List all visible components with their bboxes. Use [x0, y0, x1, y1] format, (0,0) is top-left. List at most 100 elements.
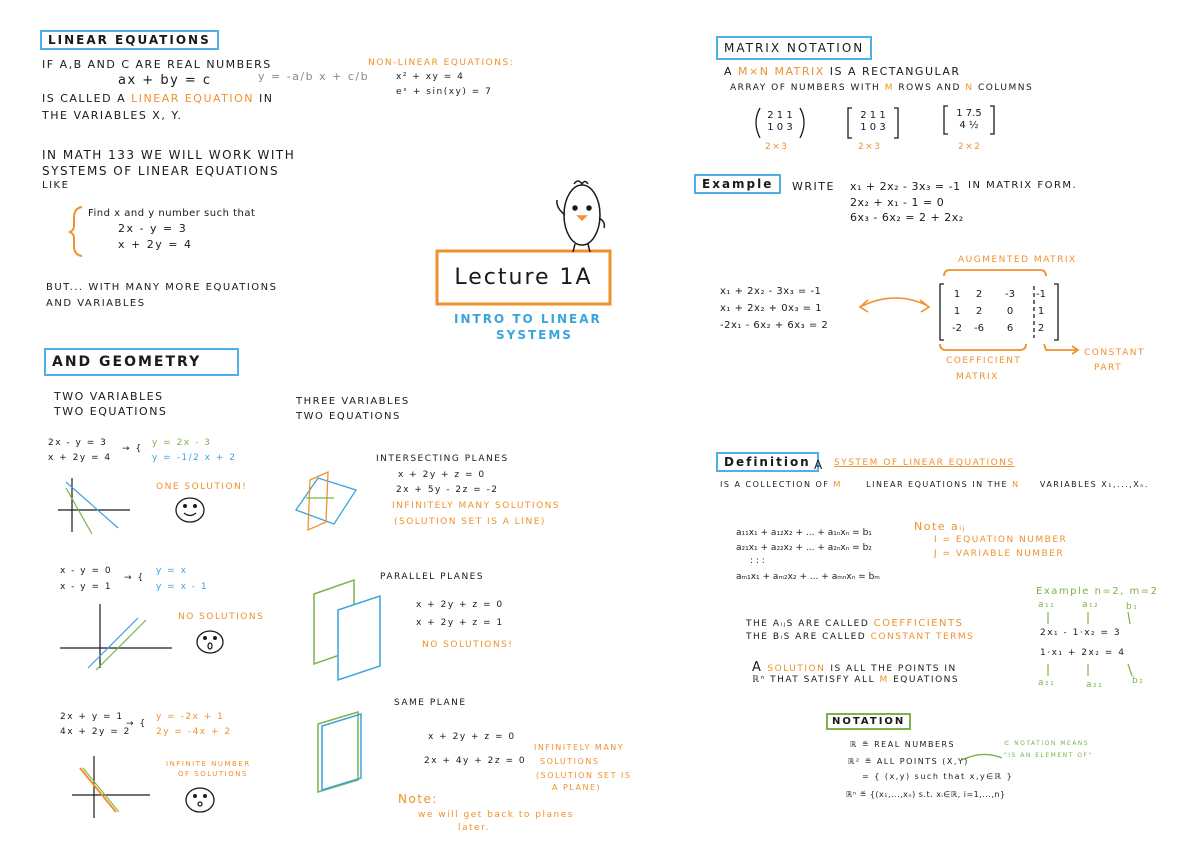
- lecture-box: [435, 249, 612, 306]
- case3-eq1: 2x + y = 1: [60, 712, 124, 722]
- general-eq-2: a₂₁x₁ + a₂₂x₂ + ... + a₂ₙxₙ = b₂: [736, 543, 872, 553]
- called-post: in: [259, 92, 274, 105]
- solution-line2-post: equations: [893, 675, 960, 685]
- case3-sol1: y = -2x + 1: [156, 712, 225, 722]
- parallel-planes-drawing: [313, 578, 381, 682]
- constant-label-2: part: [1094, 363, 1123, 373]
- m2-row2: 1 0 3: [860, 122, 886, 133]
- lecture-subtitle-2: systems: [496, 328, 573, 342]
- note-i: i = equation number: [934, 535, 1068, 545]
- augmented-brace: [943, 269, 1047, 277]
- constant-label-1: constant: [1084, 348, 1145, 358]
- augmented-matrix-brackets: [939, 283, 1059, 341]
- two-vars-1: two variables: [54, 390, 164, 403]
- aug-cell: -3: [1005, 289, 1015, 300]
- double-arrow: [858, 297, 931, 313]
- constant-arrow: [1043, 343, 1076, 351]
- matrix-a: A: [724, 65, 734, 78]
- aug-cell: -2: [952, 323, 962, 334]
- lecture-title: Lecture 1A: [454, 265, 593, 290]
- graph-infinite: [72, 756, 150, 818]
- augmented-label: augmented matrix: [958, 255, 1077, 265]
- aug-row-2: 1 2 0 1: [946, 303, 1052, 320]
- note-aij-title: Note aᵢⱼ: [914, 520, 967, 533]
- case3-note-2: of solutions: [178, 770, 248, 778]
- case1-eq2: x + 2y = 4: [48, 453, 112, 463]
- case2-eq1: x - y = 0: [60, 566, 113, 576]
- definition-line-2: is a collection of m linear equations in…: [720, 480, 1149, 489]
- m3-row2: 4 ½: [959, 120, 979, 131]
- three-vars-1: three variables: [296, 396, 410, 407]
- notation-arrow: [961, 753, 1003, 761]
- coef-line-pre: The aᵢⱼs are called: [746, 619, 870, 629]
- system-term: system of linear equations: [834, 458, 1015, 468]
- example-title: Example: [694, 174, 782, 194]
- solution-line-1: A solution is all the points in: [752, 660, 957, 675]
- aug-row-3: -2 -6 6 2: [946, 320, 1052, 337]
- const-line-pre: The bᵢs are called: [746, 632, 867, 642]
- linear-equations-title: linear equations: [40, 30, 219, 50]
- aug-cell: 0: [1006, 306, 1014, 317]
- aug-cell: 2: [975, 306, 983, 317]
- example-eq1: x₁ + 2x₂ - 3x₃ = -1: [850, 180, 961, 193]
- ex-eq2: 1·x₁ + 2x₂ = 4: [1040, 648, 1126, 658]
- two-vars-2: two equations: [54, 405, 168, 418]
- notation-r2-set: = { (x,y) such that x,y∈ℝ }: [862, 772, 1014, 781]
- definition-title: Definition: [716, 452, 819, 472]
- intersecting-note-1: infinitely many solutions: [392, 501, 561, 511]
- case3-eq2: 4x + 2y = 2: [60, 727, 131, 737]
- mxn-matrix-term: m×n matrix: [738, 65, 825, 78]
- same-note-3: (solution set is: [536, 771, 632, 780]
- case3-sol2: 2y = -4x + 2: [156, 727, 232, 737]
- ex-a12: a₁₂: [1082, 600, 1100, 610]
- sys-eq-2: x + 2y = 4: [118, 238, 193, 251]
- solution-post: is all the points in: [830, 664, 957, 674]
- ex-a11: a₁₁: [1038, 600, 1056, 610]
- case1-arrow: → {: [122, 444, 143, 454]
- matrix-line2-post: columns: [977, 83, 1034, 93]
- element-note-2: "is an element of": [1004, 752, 1093, 759]
- notation-title: notation: [826, 713, 912, 730]
- case2-sol2: y = x - 1: [156, 582, 209, 592]
- math133-line-3: like: [42, 180, 70, 191]
- intersecting-planes-drawing: [294, 470, 358, 532]
- matrix-notation-title: matrix notation: [716, 36, 873, 60]
- def-line2-post: variables x₁,...,xₙ.: [1039, 480, 1149, 489]
- coef-line: The aᵢⱼs are called coefficients: [746, 618, 963, 629]
- m3-row1: 1 7.5: [956, 108, 982, 119]
- chick-mascot: [556, 180, 606, 253]
- note-line-2: later.: [458, 823, 490, 833]
- system-row-1: x₁ + 2x₂ - 3x₃ = -1: [720, 286, 822, 297]
- same-eq2: 2x + 4y + 2z = 0: [424, 756, 527, 766]
- aug-cell: 2: [1037, 323, 1045, 334]
- definition-a: A: [814, 458, 824, 472]
- but-line-2: and variables: [46, 298, 146, 309]
- graph-no-solution: [60, 604, 172, 671]
- coefficients-term: coefficients: [873, 618, 964, 629]
- case3-note-1: infinite number: [166, 760, 251, 768]
- matrix-n: n: [965, 83, 974, 93]
- def-m: m: [833, 480, 842, 489]
- ex-a21: a₂₁: [1038, 678, 1056, 688]
- element-note-1: ∈ notation means: [1004, 740, 1090, 747]
- find-text: Find x and y number such that: [88, 208, 256, 219]
- solution-line2-pre: ℝⁿ that satisfy all: [752, 675, 876, 685]
- example-arrows: [1047, 611, 1133, 677]
- note-line-1: we will get back to planes: [418, 810, 574, 820]
- case1-sol1: y = 2x - 3: [152, 438, 212, 448]
- coefficient-label-2: matrix: [956, 372, 999, 382]
- same-eq1: x + 2y + z = 0: [428, 732, 516, 742]
- nonlinear-eq-2: eˣ + sin(xy) = 7: [396, 87, 493, 97]
- m1-row2: 1 0 3: [767, 122, 793, 133]
- matrix-line-1: A m×n matrix is a rectangular: [724, 65, 961, 78]
- m2-row1: 2 1 1: [860, 110, 886, 121]
- parallel-eq2: x + 2y + z = 1: [416, 618, 504, 628]
- same-title: same plane: [394, 698, 467, 708]
- lecture-subtitle-1: intro to linear: [454, 312, 602, 326]
- def-line2-mid: linear equations in the: [866, 480, 1009, 489]
- graph-one-solution: [58, 478, 130, 535]
- example-write: Write: [792, 180, 835, 193]
